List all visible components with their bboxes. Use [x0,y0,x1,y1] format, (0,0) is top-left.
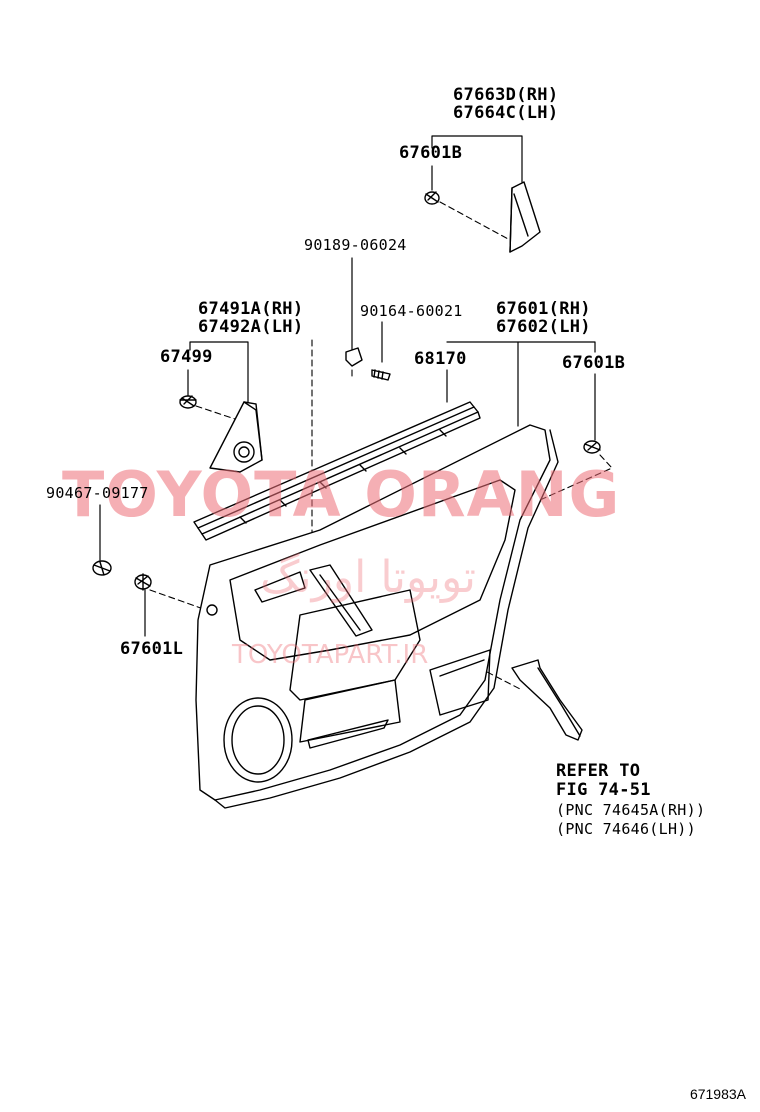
refer-line-2: FIG 74-51 [556,780,651,800]
label-67499: 67499 [160,347,213,367]
label-67601-rh: 67601(RH) [496,299,591,319]
label-67602-lh: 67602(LH) [496,317,591,337]
refer-line-3: (PNC 74645A(RH)) [556,801,706,819]
clip-67601l [134,573,152,591]
figure-code: 671983A [689,1086,746,1102]
nut-90189 [345,347,363,367]
clip-67601b-top [424,191,440,205]
clip-67601b-right [583,440,601,454]
label-67491a: 67491A(RH) [198,299,304,319]
screw-90164 [371,369,391,381]
label-68170: 68170 [414,349,467,369]
weatherstrip-68170 [193,401,481,541]
label-67492a: 67492A(LH) [198,317,304,337]
label-67601b-right: 67601B [562,353,626,373]
door-trim-panel-67601 [195,424,559,809]
tweeter-cover-67491a [209,401,263,473]
clip-90467 [92,560,112,576]
label-90189: 90189-06024 [304,236,407,254]
label-67663d: 67663D(RH) [453,85,559,105]
label-67601l: 67601L [120,639,184,659]
clip-67499 [179,395,197,409]
label-67664c: 67664C(LH) [453,103,559,123]
refer-line-4: (PNC 74646(LH)) [556,820,696,838]
label-90467: 90467-09177 [46,484,149,502]
handle-bezel-part [511,659,583,741]
label-90164: 90164-60021 [360,302,463,320]
leader-lines [99,135,596,637]
mirror-cover-67663d [509,181,541,253]
refer-line-1: REFER TO [556,761,641,781]
label-67601b-top: 67601B [399,143,463,163]
